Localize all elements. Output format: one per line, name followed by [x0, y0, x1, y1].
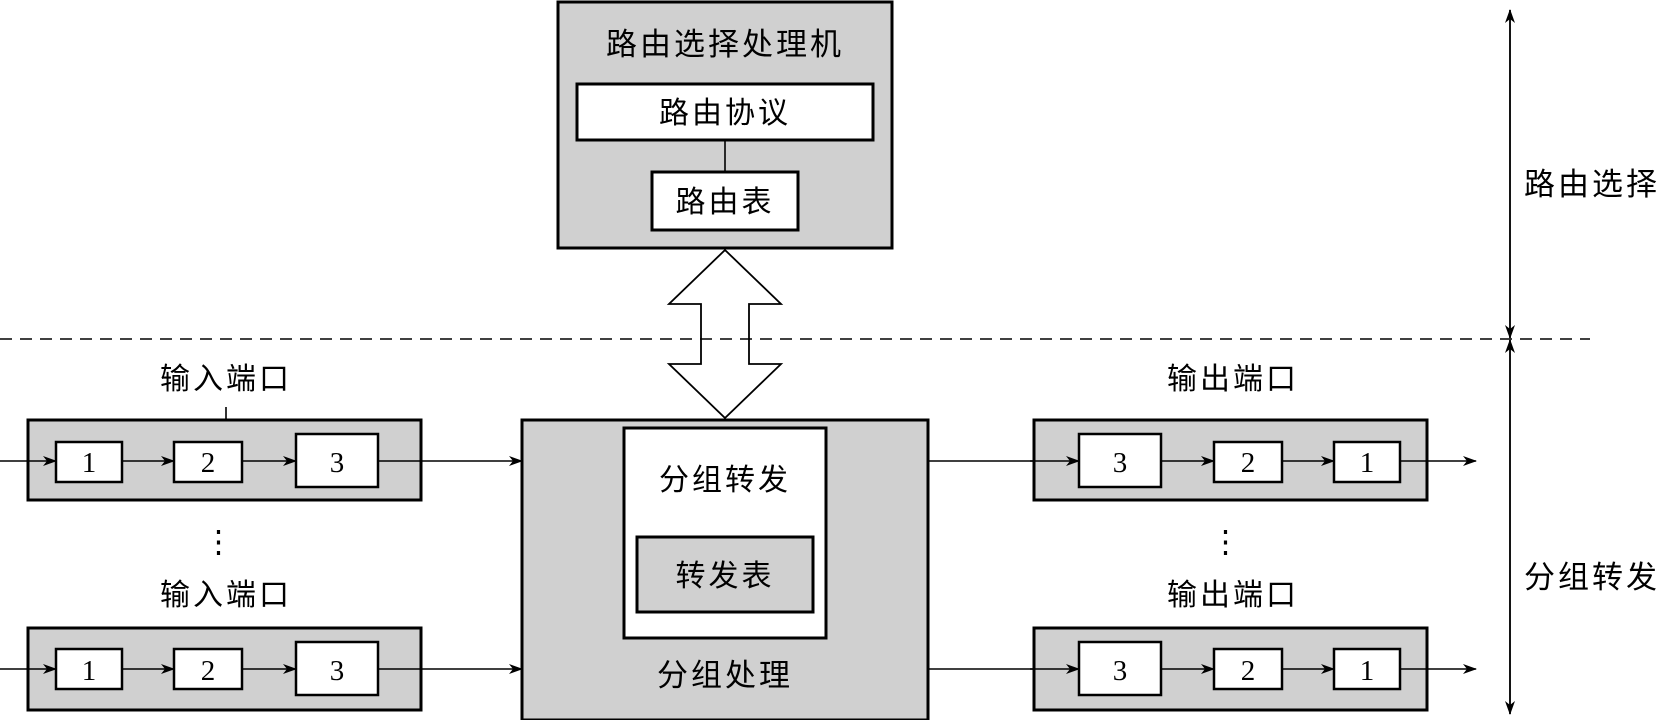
layer-label-routing: 路由选择 — [1524, 167, 1658, 203]
routing-protocol-label: 路由协议 — [659, 96, 791, 131]
input-port-ellipsis: ⋮ — [203, 524, 237, 560]
packet-forwarding-box: 分组转发 转发表 — [622, 426, 828, 640]
output-port-ellipsis: ⋮ — [1210, 524, 1244, 560]
routing-processor: 路由选择处理机 路由协议 路由表 — [556, 0, 894, 250]
output-port-bottom-cell-1: 1 — [1360, 655, 1375, 687]
output-port-bottom-cell-2: 2 — [1241, 655, 1256, 687]
output-port-bottom: 3 2 1 — [1030, 626, 1477, 712]
packet-forwarding-label: 分组转发 — [659, 463, 791, 498]
input-port-label-bottom: 输入端口 — [160, 578, 292, 613]
input-port-bottom-cell-1: 1 — [82, 655, 97, 687]
input-port-top-cell-1: 1 — [82, 447, 97, 479]
input-port-top-cell-2: 2 — [201, 447, 216, 479]
layer-label-forwarding: 分组转发 — [1524, 560, 1658, 596]
routing-protocol-box: 路由协议 — [575, 82, 875, 142]
routing-table-box: 路由表 — [650, 170, 800, 232]
output-port-bottom-cell-3: 3 — [1113, 655, 1128, 687]
routing-table-label: 路由表 — [676, 185, 775, 220]
input-port-bottom-cell-2: 2 — [201, 655, 216, 687]
bidirectional-arrow — [666, 248, 784, 420]
packet-processing-title: 分组处理 — [657, 658, 793, 694]
output-port-label-bottom: 输出端口 — [1167, 578, 1299, 613]
input-port-top-cell-3: 3 — [330, 447, 345, 479]
packet-processing: 分组转发 转发表 分组处理 — [520, 418, 930, 720]
input-port-top: 1 2 3 — [0, 418, 423, 502]
layer-scale: 路由选择 分组转发 — [1505, 9, 1658, 715]
forwarding-table-label: 转发表 — [676, 559, 775, 594]
routing-processor-title: 路由选择处理机 — [606, 27, 844, 63]
output-port-top: 3 2 1 — [1030, 418, 1477, 502]
output-port-label-top: 输出端口 — [1167, 362, 1299, 397]
output-port-top-cell-1: 1 — [1360, 447, 1375, 479]
input-port-label-top: 输入端口 — [160, 362, 292, 397]
input-port-bottom: 1 2 3 — [0, 626, 423, 712]
forwarding-table-box: 转发表 — [635, 535, 815, 614]
output-port-top-cell-2: 2 — [1241, 447, 1256, 479]
input-port-bottom-cell-3: 3 — [330, 655, 345, 687]
output-port-top-cell-3: 3 — [1113, 447, 1128, 479]
